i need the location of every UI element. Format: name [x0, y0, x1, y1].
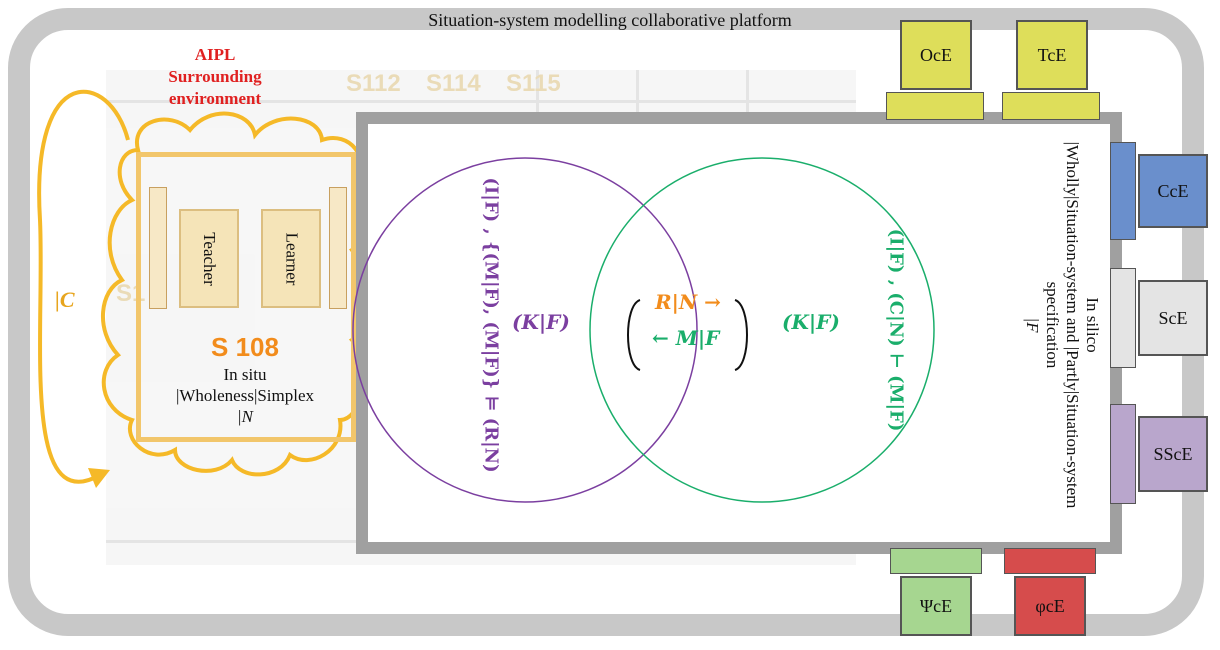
insilico-label: In silico |Wholly|Situation-system and |… — [1022, 142, 1102, 509]
center-top-label: R|N → — [655, 290, 721, 314]
laptop-screen: ΨcE — [900, 576, 972, 636]
laptop-keyboard — [1110, 142, 1136, 240]
insilico-box — [356, 112, 1122, 554]
left-vertical-formula: (I|F) , {(M|F), (M|F)} ⊨ (R|N) — [480, 177, 502, 473]
learner-desk — [329, 187, 347, 309]
room-label: S115 — [506, 70, 561, 97]
right-k-label: (K|F) — [782, 310, 840, 334]
right-vertical-formula: (I|F) , (C|N) ⊢ (M|F) — [885, 228, 907, 432]
center-bottom-label: ← M|F — [652, 326, 720, 350]
insitu-line: In situ — [223, 365, 267, 384]
laptop-keyboard — [1110, 404, 1136, 504]
aipl-label: AIPL Surrounding environment — [150, 44, 280, 110]
laptop-keyboard — [1004, 548, 1096, 574]
laptop-keyboard — [890, 548, 982, 574]
laptop-screen: TcE — [1016, 20, 1088, 90]
aipl-subtitle: Surrounding environment — [168, 67, 262, 108]
insilico-line: In silico — [1083, 297, 1102, 353]
laptop-screen: CcE — [1138, 154, 1208, 228]
insilico-line: specification — [1043, 281, 1062, 369]
laptop-screen: SScE — [1138, 416, 1208, 492]
insilico-line: |Wholly|Situation-system and |Partly|Sit… — [1063, 141, 1082, 509]
left-k-label: (K|F) — [512, 310, 570, 334]
learner-box: Learner — [261, 209, 321, 308]
room-s108-label: S 108 — [211, 332, 279, 362]
laptop-keyboard — [886, 92, 984, 120]
laptop-screen: OcE — [900, 20, 972, 90]
laptop-keyboard — [1110, 268, 1136, 368]
insitu-line: |Wholeness|Simplex — [175, 386, 315, 405]
laptop-screen: φcE — [1014, 576, 1086, 636]
insitu-line: |N — [236, 407, 253, 426]
room-label: S112 — [346, 70, 401, 97]
teacher-desk — [149, 187, 167, 309]
insitu-label: In situ |Wholeness|Simplex |N — [130, 364, 360, 427]
laptop-screen: ScE — [1138, 280, 1208, 356]
laptop-keyboard — [1002, 92, 1100, 120]
teacher-box: Teacher — [179, 209, 239, 308]
aipl-title: AIPL — [194, 45, 236, 64]
platform-title: Situation-system modelling collaborative… — [428, 10, 792, 30]
c-label: |C — [55, 287, 75, 312]
insilico-line: |F — [1023, 317, 1042, 333]
classroom-s108: Teacher Learner — [136, 152, 356, 442]
room-label: S114 — [426, 70, 481, 97]
